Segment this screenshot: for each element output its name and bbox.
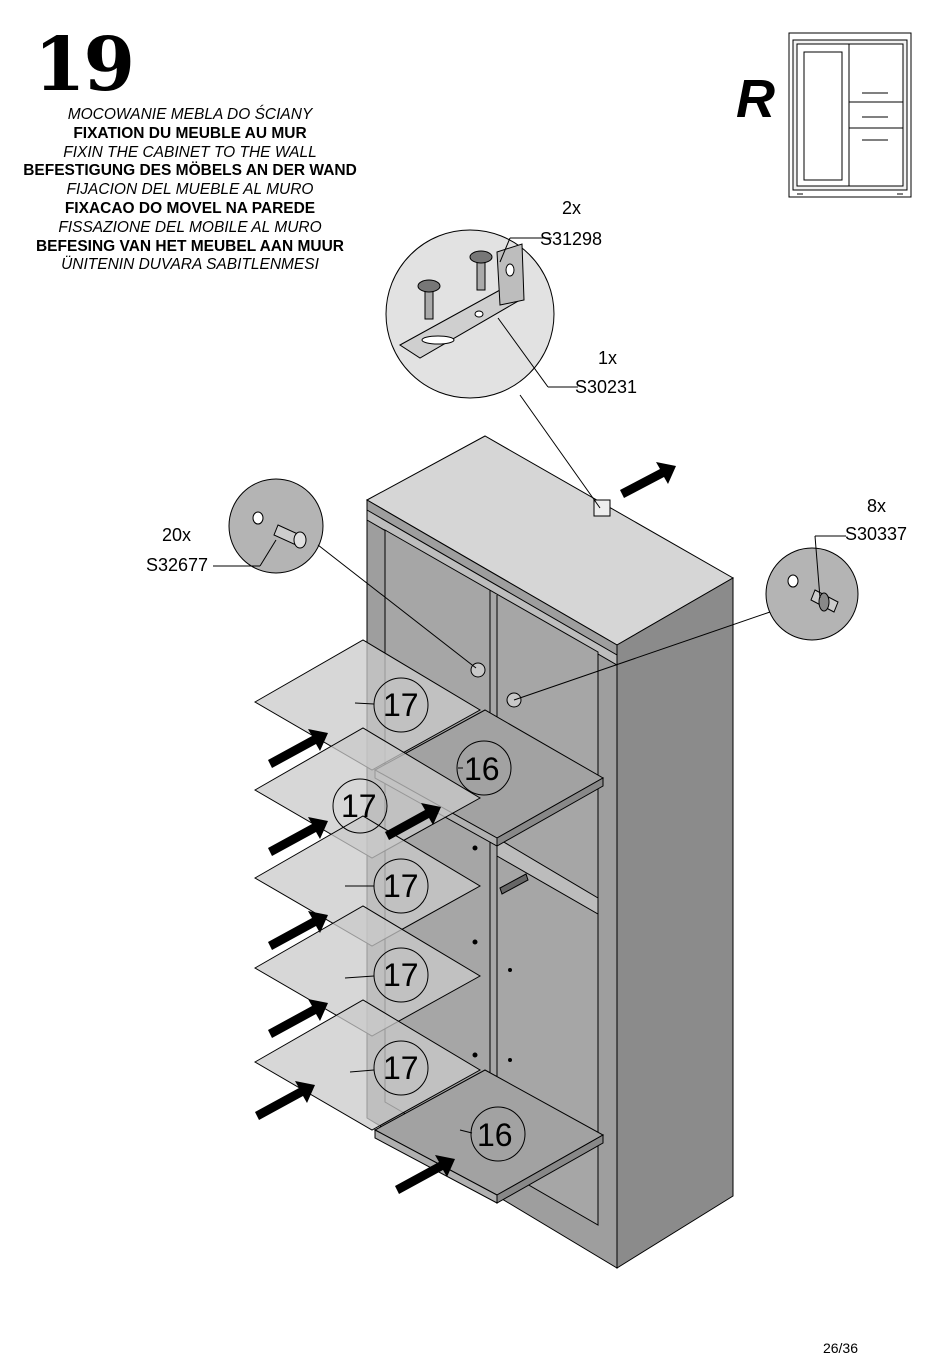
shelf-pin-left-code: S32677 bbox=[146, 555, 209, 575]
wood-shelf-number-1: 16 bbox=[464, 751, 500, 787]
wall-screw-qty: 2x bbox=[562, 198, 582, 218]
title-german: BEFESTIGUNG DES MÖBELS AN DER WAND bbox=[23, 162, 357, 180]
glass-shelf-number-4: 17 bbox=[383, 957, 419, 993]
arrow-6 bbox=[255, 1081, 315, 1120]
glass-shelf-number-2: 17 bbox=[341, 788, 377, 824]
arrow-2 bbox=[268, 817, 328, 856]
title-italian: FISSAZIONE DEL MOBILE AL MURO bbox=[58, 218, 322, 236]
glass-shelf-number-3: 17 bbox=[383, 868, 419, 904]
bracket-detail bbox=[385, 229, 601, 509]
title-english: FIXIN THE CABINET TO THE WALL bbox=[63, 143, 317, 161]
bracket-code: S30231 bbox=[575, 377, 638, 397]
shelf-pin-right-qty: 8x bbox=[867, 496, 887, 516]
title-spanish: FIJACION DEL MUEBLE AL MURO bbox=[66, 181, 314, 199]
step-title-list: MOCOWANIE MEBLA DO ŚCIANY FIXATION DU ME… bbox=[0, 106, 380, 275]
variant-label: R bbox=[736, 69, 775, 129]
title-french: FIXATION DU MEUBLE AU MUR bbox=[73, 124, 307, 142]
title-portuguese: FIXACAO DO MOVEL NA PAREDE bbox=[64, 199, 316, 217]
wood-shelf-number-2: 16 bbox=[477, 1117, 513, 1153]
panel-labels bbox=[332, 677, 526, 1162]
shelf-pin-left-detail bbox=[213, 478, 477, 669]
glass-shelf-number-5: 17 bbox=[383, 1050, 419, 1086]
arrow-7 bbox=[395, 1155, 455, 1194]
title-dutch: BEFESING VAN HET MEUBEL AAN MUUR bbox=[35, 237, 344, 255]
cabinet-thumbnail bbox=[788, 32, 912, 198]
insert-arrows bbox=[255, 462, 676, 1194]
shelf-pin-right-code: S30337 bbox=[845, 524, 908, 544]
arrow-3 bbox=[385, 803, 441, 840]
title-polish: MOCOWANIE MEBLA DO ŚCIANY bbox=[67, 106, 313, 123]
wall-screw-code: S31298 bbox=[540, 229, 603, 249]
arrow-5 bbox=[268, 999, 328, 1038]
shelf-pin-left-qty: 20x bbox=[162, 525, 192, 545]
title-turkish: ÜNITENIN DUVARA SABITLENMESI bbox=[61, 256, 319, 274]
step-number: 19 bbox=[34, 22, 135, 108]
arrow-4 bbox=[268, 911, 328, 950]
arrow-top bbox=[620, 462, 676, 498]
bracket-qty: 1x bbox=[598, 348, 618, 368]
glass-shelves bbox=[254, 639, 482, 1131]
page-number: 26/36 bbox=[822, 1340, 858, 1356]
arrow-1 bbox=[268, 729, 328, 768]
glass-shelf-number-1: 17 bbox=[383, 687, 419, 723]
shelf-pin-right-detail bbox=[513, 535, 859, 701]
